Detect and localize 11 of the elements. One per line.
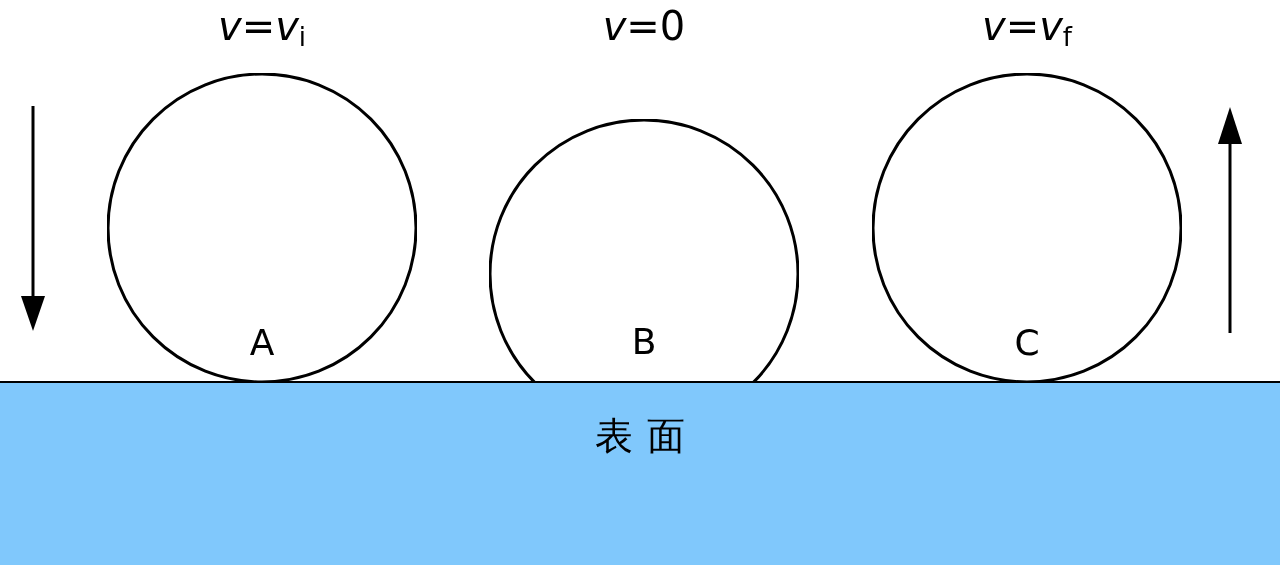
drop-outline (872, 73, 1182, 383)
surface-label: 表面 (595, 413, 699, 460)
drop-outline (489, 119, 799, 382)
velocity-label: v=0 (602, 4, 686, 48)
drop-outline (107, 73, 417, 383)
surface (0, 381, 1280, 565)
point-label: B (631, 324, 657, 360)
velocity-label: v=v$_{i}$ (217, 4, 307, 52)
point-label: C (1014, 325, 1040, 361)
point-label: A (249, 325, 275, 361)
velocity-label: v=v$_{f}$ (982, 4, 1072, 52)
